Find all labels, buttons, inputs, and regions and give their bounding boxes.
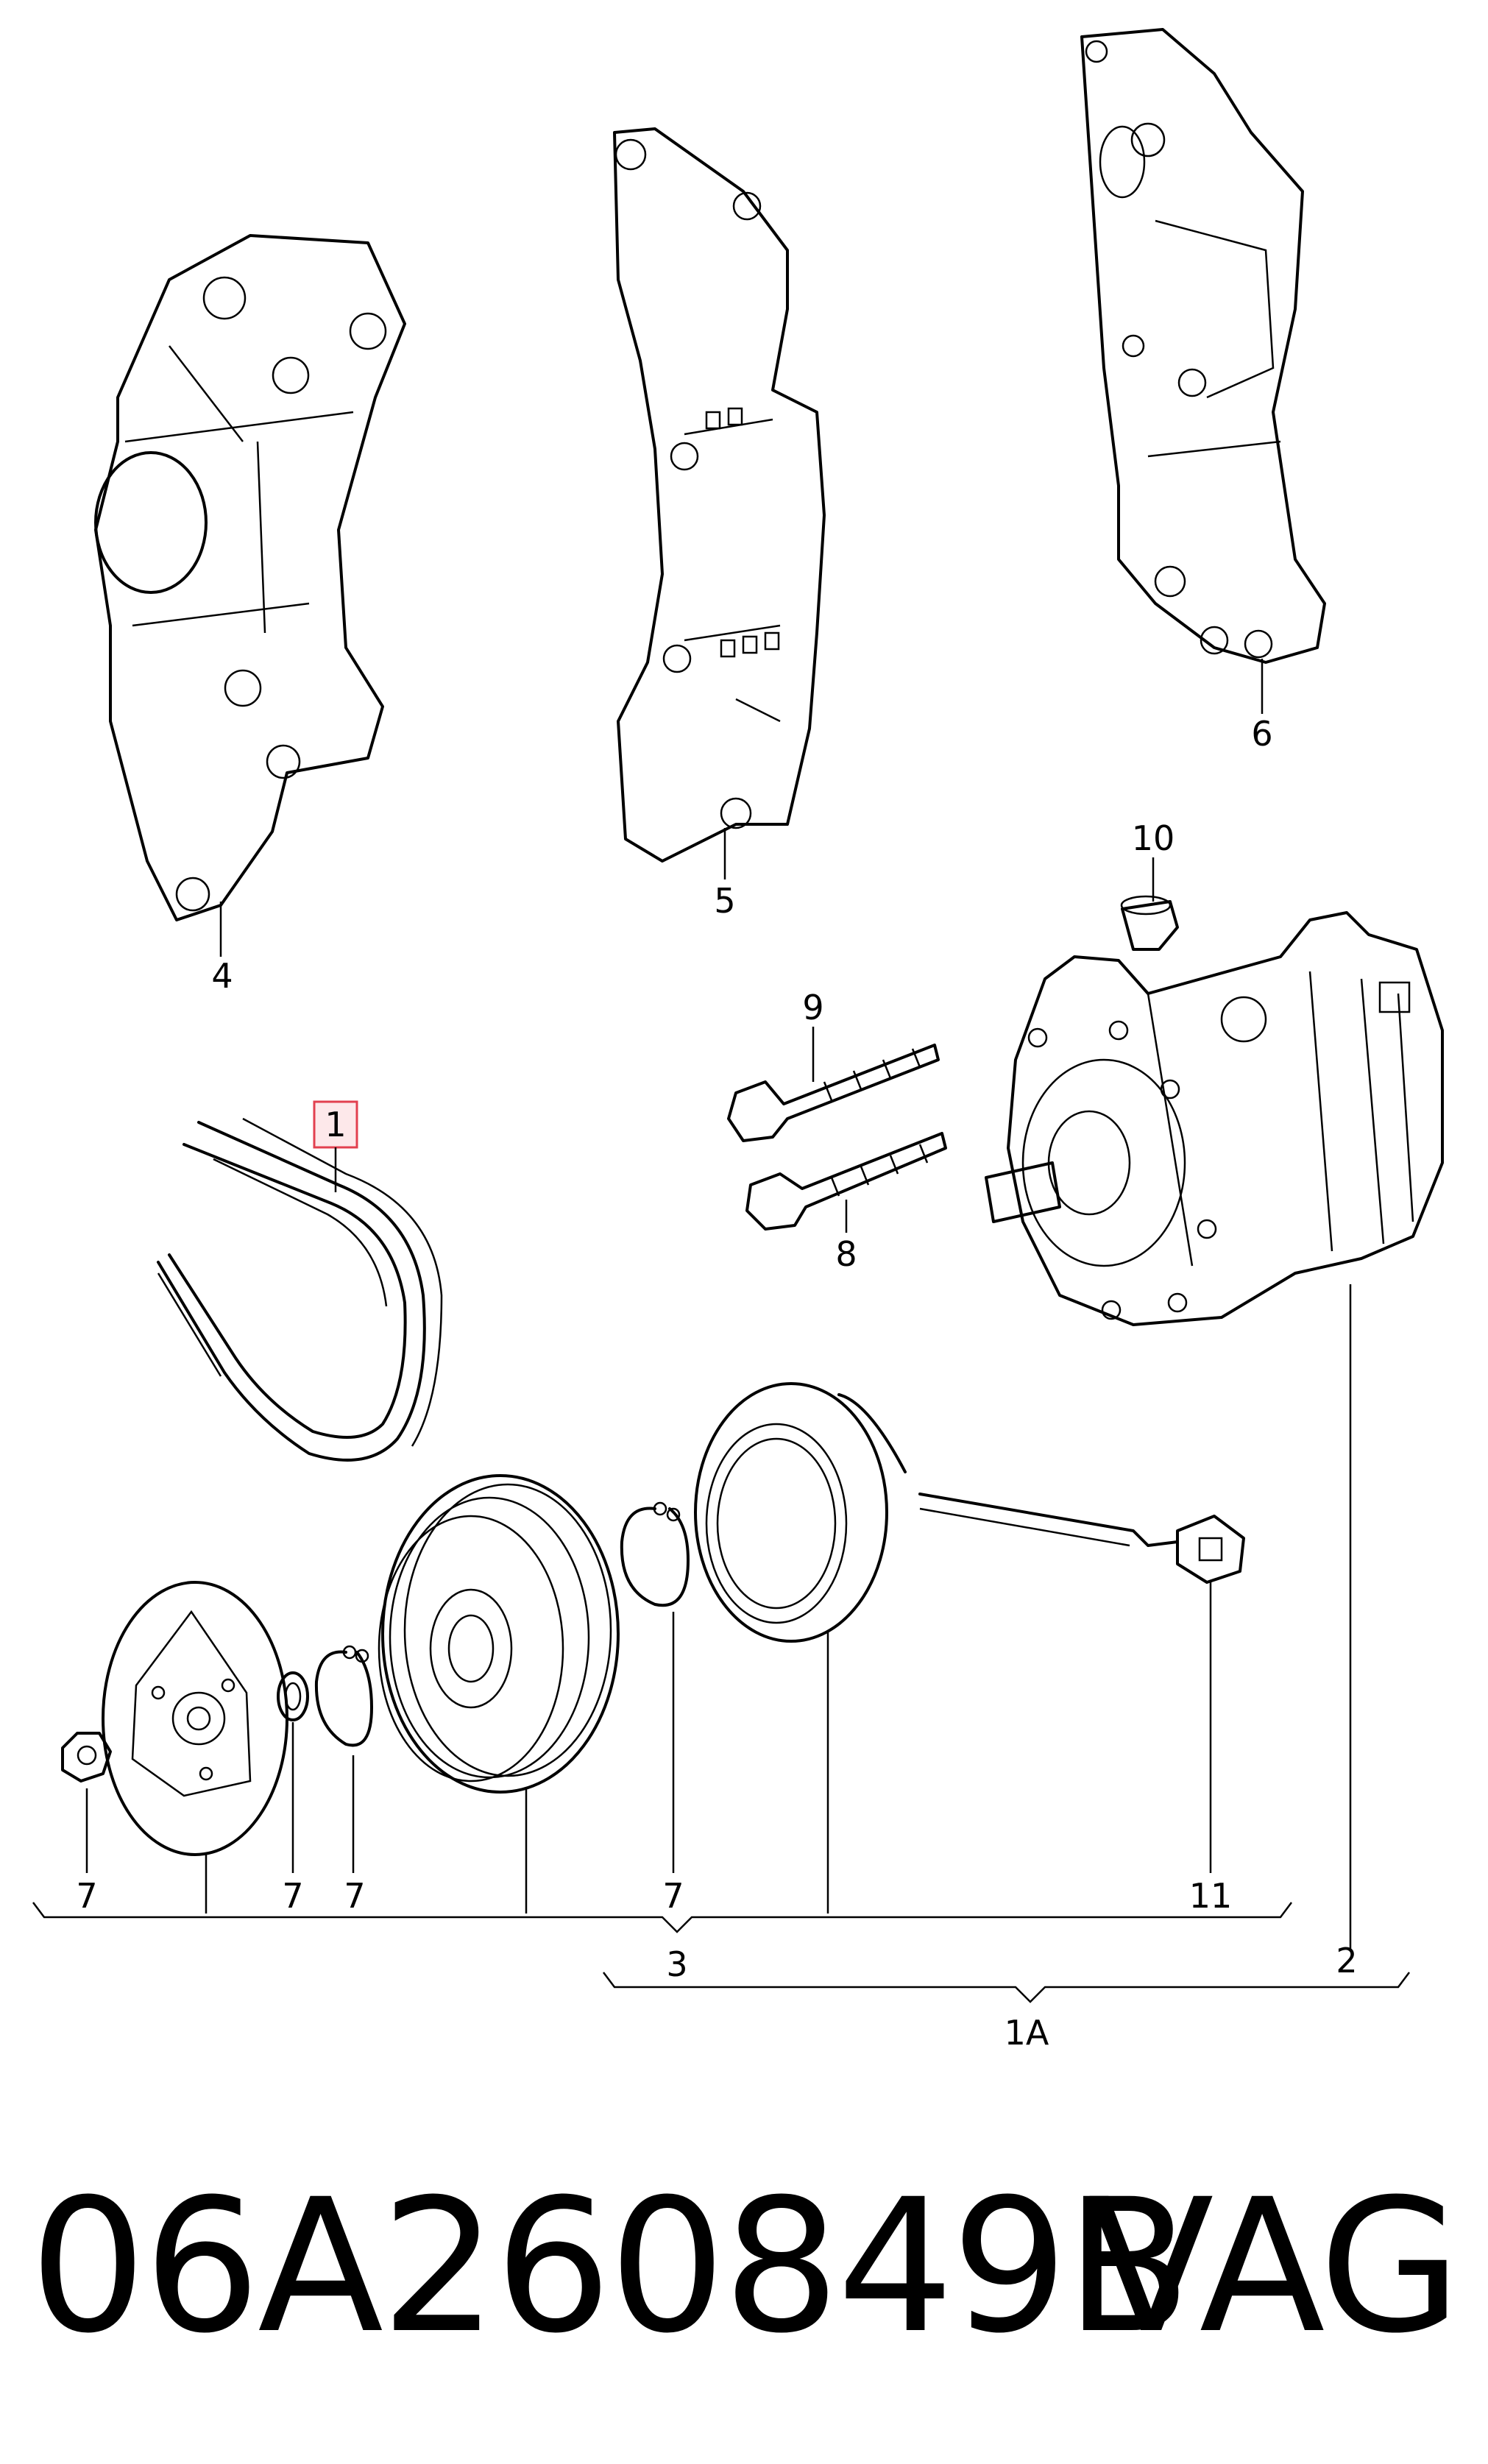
- callout-label-11: 11: [1189, 1876, 1233, 1916]
- callout-label-7a: 7: [76, 1876, 97, 1916]
- callout-label-8: 8: [835, 1234, 857, 1274]
- pulley: [378, 1474, 620, 1914]
- footer: 06A260849B VAG: [0, 2156, 1488, 2377]
- callout-label-1: 1: [325, 1105, 346, 1144]
- circlip-part-7-large: [620, 1501, 690, 1873]
- callout-label-5: 5: [714, 881, 735, 921]
- bolt-part-8: [745, 1132, 947, 1233]
- bolt-part-10: [1120, 857, 1179, 951]
- field-coil: [694, 1382, 1245, 1914]
- circlip-part-7-small: [314, 1645, 373, 1873]
- callout-label-4: 4: [211, 956, 233, 996]
- bracket-part-6: [1080, 28, 1326, 714]
- callout-label-10: 10: [1132, 818, 1175, 858]
- brace-1A: [603, 1972, 1410, 2003]
- callout-label-7b: 7: [282, 1876, 303, 1916]
- bracket-part-5: [613, 127, 826, 879]
- callout-label-7d: 7: [662, 1876, 684, 1916]
- brace-3: [32, 1902, 1292, 1933]
- callout-label-6: 6: [1251, 714, 1272, 754]
- callout-label-1A: 1A: [1005, 2013, 1049, 2053]
- clutch-hub-plate: [102, 1581, 288, 1914]
- bracket-part-4: [94, 234, 406, 957]
- brand-label: VAG: [1088, 2159, 1462, 2373]
- nut-part-7: [61, 1732, 112, 1873]
- callout-label-9: 9: [802, 988, 823, 1027]
- shim-ring-part-7: [277, 1671, 309, 1873]
- bolt-part-9: [727, 1027, 940, 1142]
- ribbed-belt-part-1: [157, 1117, 443, 1462]
- callout-1-highlighted[interactable]: 1: [313, 1100, 358, 1192]
- callout-label-7c: 7: [344, 1876, 365, 1916]
- part-number: 06A260849B: [29, 2159, 1191, 2373]
- callout-label-2: 2: [1336, 1941, 1357, 1980]
- compressor-part-2: [985, 911, 1444, 1950]
- callout-label-3: 3: [666, 1944, 687, 1984]
